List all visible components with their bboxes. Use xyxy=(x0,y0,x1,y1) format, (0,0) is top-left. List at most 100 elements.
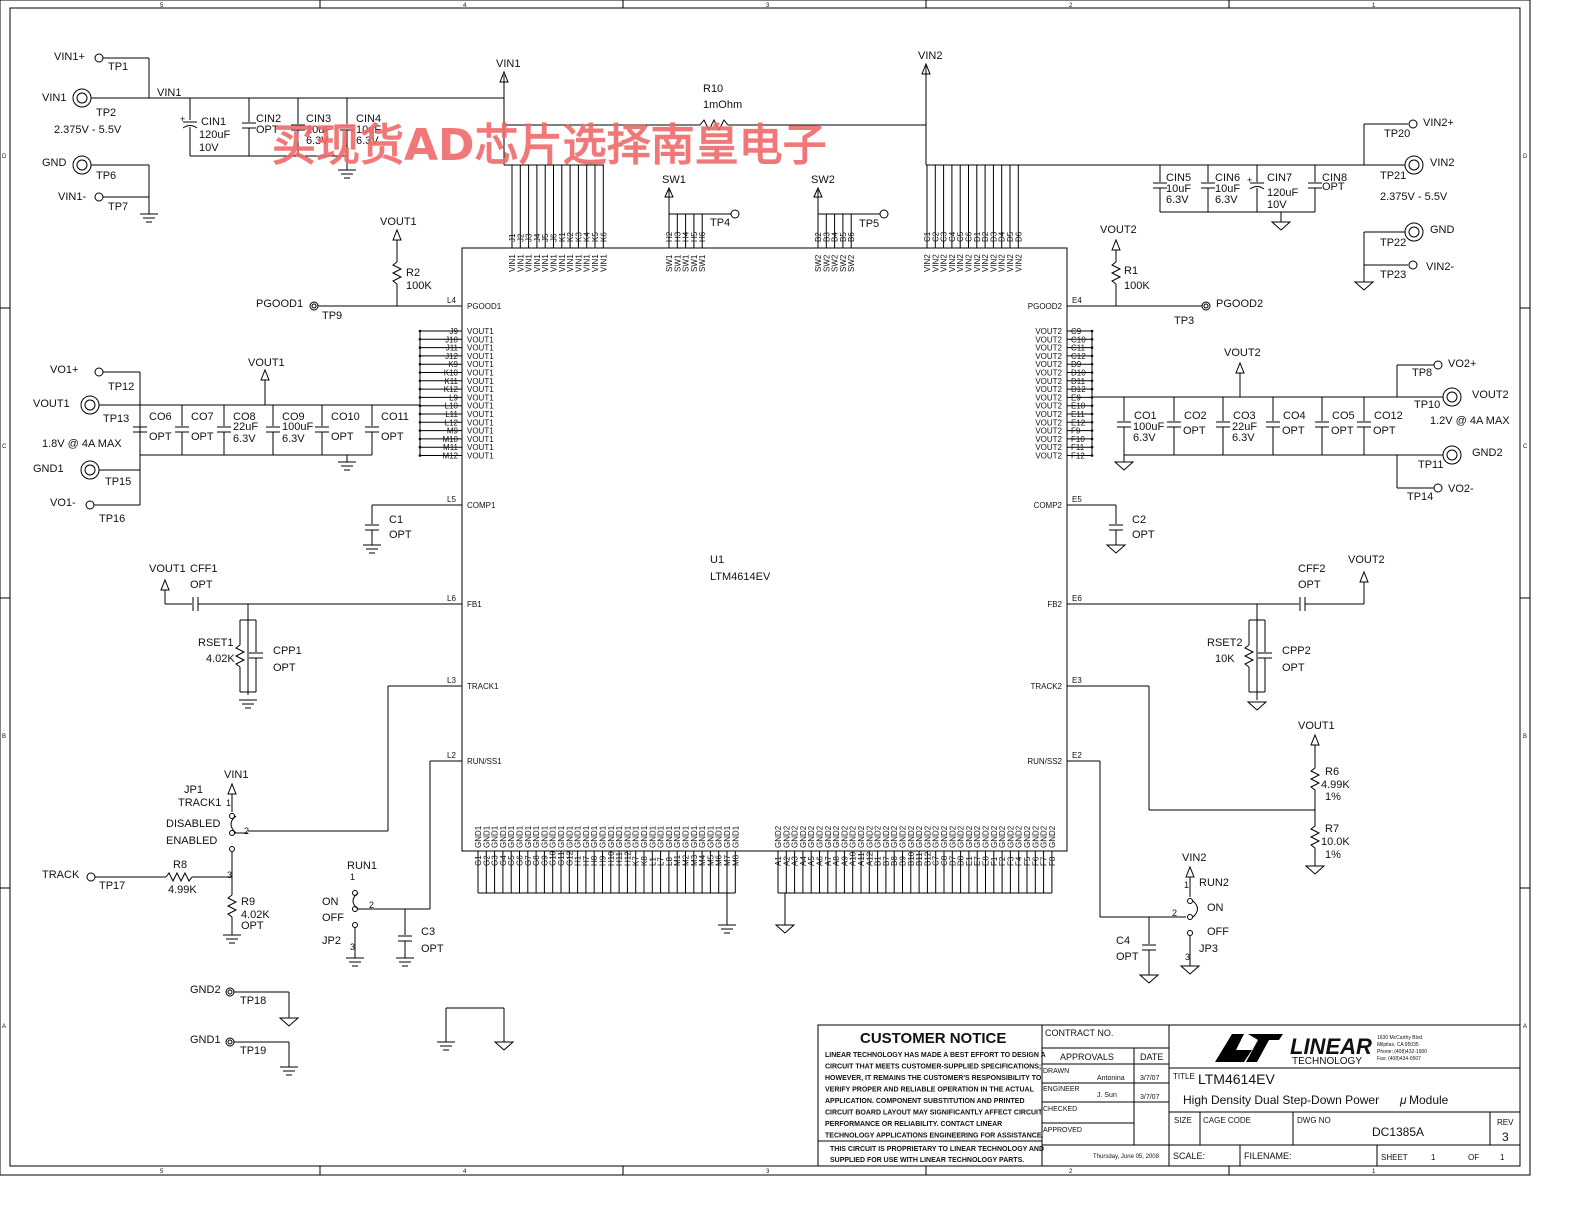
co10-value: OPT xyxy=(331,431,354,443)
comp-section: C1 OPT C2 OPT xyxy=(363,504,1155,554)
size-label: SIZE xyxy=(1174,1116,1192,1125)
ground-symbol xyxy=(1270,221,1292,231)
jp1-disabled: DISABLED xyxy=(166,818,220,830)
approvals-label: APPROVALS xyxy=(1060,1052,1114,1062)
tp2-terminal[interactable] xyxy=(72,88,92,108)
tp14-terminal[interactable] xyxy=(1433,483,1443,493)
vout2-cff-label: VOUT2 xyxy=(1348,554,1385,566)
fb-section: VOUT1 CFF1 OPT RSET1 4.02K CPP1 OPT CFF2… xyxy=(149,554,1385,711)
tp17-terminal[interactable] xyxy=(86,872,96,882)
pin-name: VIN2 xyxy=(973,254,982,272)
pin-name: GND2 xyxy=(1040,825,1049,848)
pin-number: C3 xyxy=(940,231,949,242)
pin-number: A8 xyxy=(832,856,841,866)
pin-name: GND2 xyxy=(957,825,966,848)
tp20-terminal[interactable] xyxy=(1408,119,1418,129)
tp10-terminal[interactable] xyxy=(1442,387,1462,407)
cpp1-value: OPT xyxy=(273,662,296,674)
tp16-terminal[interactable] xyxy=(85,500,95,510)
jp1-pin3[interactable] xyxy=(229,846,235,852)
pin-name: GND1 xyxy=(565,825,574,848)
pin-number: L10 xyxy=(445,402,459,411)
approved-label: APPROVED xyxy=(1043,1127,1082,1134)
pin-name: GND1 xyxy=(507,825,516,848)
tp19-terminal[interactable] xyxy=(225,1037,235,1047)
pin-number: C8 xyxy=(940,855,949,866)
tp8-terminal[interactable] xyxy=(1433,360,1443,370)
pin-number: K7 xyxy=(632,856,641,866)
pin-number: A12 xyxy=(865,851,874,866)
jp3-pin2-num: 2 xyxy=(1172,908,1177,918)
r6-value: 4.99K xyxy=(1321,779,1350,791)
jp1-pin1[interactable] xyxy=(229,813,235,819)
date-printed: Thursday, June 05, 2008 xyxy=(1093,1154,1160,1160)
co3-value: 22uF xyxy=(1232,421,1257,433)
jp3-pin1[interactable] xyxy=(1187,898,1193,904)
co4-value: OPT xyxy=(1282,425,1305,437)
tp7-terminal[interactable] xyxy=(94,192,104,202)
c3-value: OPT xyxy=(421,943,444,955)
jp3-pin2[interactable] xyxy=(1187,914,1193,920)
rev-label: REV xyxy=(1497,1118,1514,1127)
pin-number: J11 xyxy=(446,344,459,353)
pin-name: GND2 xyxy=(990,825,999,848)
pin-number: F1 xyxy=(990,856,999,866)
notice-line: CIRCUIT BOARD LAYOUT MAY SIGNIFICANTLY A… xyxy=(825,1110,1043,1117)
tp4-terminal[interactable] xyxy=(730,209,740,219)
tp15-terminal[interactable] xyxy=(80,460,100,480)
cin4-ref: CIN4 xyxy=(356,113,381,125)
tp11-terminal[interactable] xyxy=(1442,445,1462,465)
jp3-pin3[interactable] xyxy=(1187,930,1193,936)
pin-name: VOUT2 xyxy=(1035,427,1062,436)
tp12-terminal[interactable] xyxy=(94,367,104,377)
cin5-ref: CIN5 xyxy=(1166,172,1191,184)
tp13-terminal[interactable] xyxy=(80,395,100,415)
pin-name: GND2 xyxy=(816,825,825,848)
pin-number: K12 xyxy=(444,385,459,394)
tp18-terminal[interactable] xyxy=(225,987,235,997)
tp15-label: TP15 xyxy=(105,476,131,488)
rset1-ref: RSET1 xyxy=(198,637,233,649)
tp6-terminal[interactable] xyxy=(72,155,92,175)
cff1-value: OPT xyxy=(190,579,213,591)
cage-label: CAGE CODE xyxy=(1203,1116,1251,1125)
pin-number: L11 xyxy=(445,410,458,419)
vin2-jp3-label: VIN2 xyxy=(1182,852,1206,864)
pin-name: VIN2 xyxy=(948,254,957,272)
r7-ref: R7 xyxy=(1325,823,1339,835)
pin-name: VOUT2 xyxy=(1035,443,1062,452)
pin-number: G5 xyxy=(507,855,516,866)
pin-number: B9 xyxy=(899,856,908,866)
cin6-rating: 6.3V xyxy=(1215,194,1238,206)
pin-number: B12 xyxy=(923,851,932,866)
pin-number: D4 xyxy=(998,231,1007,242)
jp1-pin2[interactable] xyxy=(229,830,235,836)
pin-name: VOUT2 xyxy=(1035,344,1062,353)
pin-name: VOUT2 xyxy=(1035,352,1062,361)
pin-number: F5 xyxy=(1023,856,1032,866)
r8-value: 4.99K xyxy=(168,884,197,896)
pin-number: D11 xyxy=(1071,377,1086,386)
pin-number: D10 xyxy=(1071,369,1086,378)
tp5-label: TP5 xyxy=(859,218,879,230)
tp9-terminal[interactable] xyxy=(309,301,319,311)
pin-name: FB2 xyxy=(1047,600,1062,609)
c1-value: OPT xyxy=(389,529,412,541)
pin-number: J9 xyxy=(450,327,459,336)
logo-text: LINEAR xyxy=(1290,1034,1372,1059)
jp2-pin3[interactable] xyxy=(352,922,358,928)
co3-symbol xyxy=(1216,421,1230,428)
tp1-terminal[interactable] xyxy=(94,53,104,63)
tp22-terminal[interactable] xyxy=(1404,222,1424,242)
inner-frame xyxy=(9,7,1521,1167)
tp23-terminal[interactable] xyxy=(1408,260,1418,270)
tp21-terminal[interactable] xyxy=(1404,155,1424,175)
pin-name: GND1 xyxy=(482,825,491,848)
pin-number: M11 xyxy=(443,443,459,452)
tp5-terminal[interactable] xyxy=(879,209,889,219)
pin-number: M12 xyxy=(442,452,458,461)
pin-name: VOUT2 xyxy=(1035,452,1062,461)
c3-ref: C3 xyxy=(421,926,435,938)
co8-ref: CO8 xyxy=(233,411,256,423)
tp3-terminal[interactable] xyxy=(1201,301,1211,311)
